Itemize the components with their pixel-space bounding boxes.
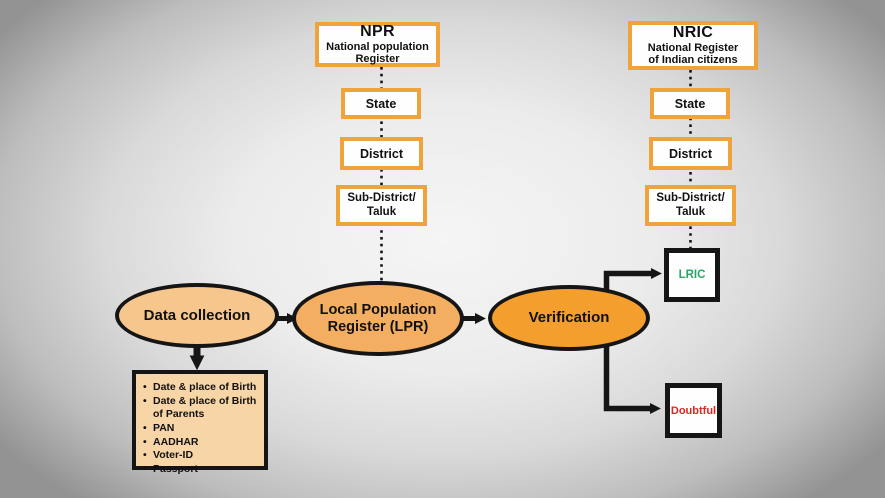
npr-level-district-box: District [340,137,423,170]
nric-level-state-box: State [650,88,730,119]
details-item-parents-birth: Date & place of Birth of Parents [143,395,256,422]
lpr-ellipse: Local Population Register (LPR) [292,281,464,356]
doubtful-label: Doubtful [670,404,717,417]
details-item-birth: Date & place of Birth [143,381,256,395]
lric-box: LRIC [664,248,720,302]
nric-subtitle: National Register of Indian citizens [647,41,739,66]
lpr-label: Local Population Register (LPR) [319,301,437,335]
nric-level-district-label: District [668,146,713,161]
nric-level-subdistrict-label: Sub-District/ Taluk [656,191,725,218]
nric-level-district-box: District [649,137,732,170]
npr-header-box: NPR National population Register [315,22,440,67]
npr-subtitle: National population Register [326,40,429,65]
nric-header-box: NRIC National Register of Indian citizen… [628,21,758,70]
details-item-pan: PAN [143,422,256,436]
data-collection-details-box: Date & place of Birth Date & place of Bi… [132,370,268,476]
npr-level-subdistrict-label: Sub-District/ Taluk [347,191,416,218]
npr-level-subdistrict-box: Sub-District/ Taluk [336,185,427,226]
details-item-passport: Passport [143,463,256,477]
npr-level-district-label: District [359,146,404,161]
lric-label: LRIC [678,269,706,281]
nric-level-state-label: State [674,96,706,111]
verification-label: Verification [528,309,610,327]
npr-level-state-label: State [365,96,397,111]
details-item-voter-id: Voter-ID [143,449,256,463]
npr-level-state-box: State [341,88,421,119]
npr-title: NPR [360,22,395,40]
doubtful-box: Doubtful [665,383,722,438]
nric-title: NRIC [672,23,714,41]
data-collection-ellipse: Data collection [115,283,279,348]
details-item-aadhar: AADHAR [143,436,256,450]
nric-level-subdistrict-box: Sub-District/ Taluk [645,185,736,226]
data-collection-label: Data collection [143,306,251,324]
verification-ellipse: Verification [488,285,650,351]
details-list: Date & place of Birth Date & place of Bi… [143,381,256,476]
